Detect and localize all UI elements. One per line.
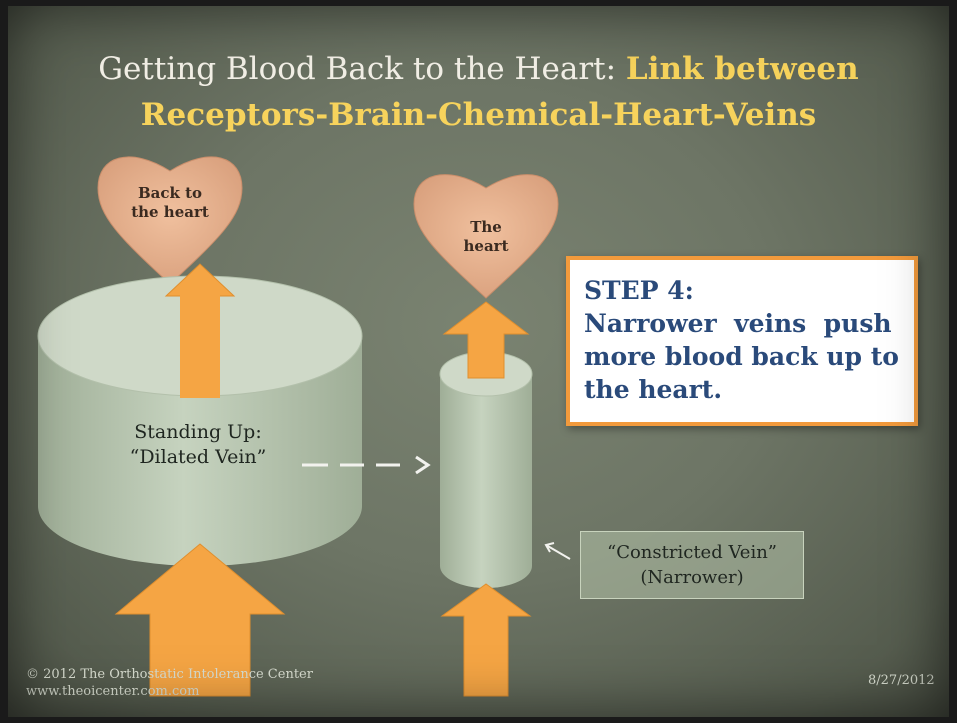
right-heart-label: The heart <box>444 218 528 256</box>
footer-website: www.theoicenter.com.com <box>26 683 313 700</box>
step-line-3: the heart. <box>584 373 900 406</box>
dilated-label-line2: “Dilated Vein” <box>108 445 288 470</box>
constricted-vein-label: “Constricted Vein” (Narrower) <box>580 531 804 599</box>
constricted-vein-cylinder <box>440 352 532 588</box>
right-bottom-arrow <box>442 584 530 696</box>
step-line-2: more blood back up to <box>584 340 900 373</box>
footer-date: 8/27/2012 <box>868 673 935 688</box>
step-heading: STEP 4: <box>584 274 900 307</box>
step-line-1: Narrower veins push <box>584 307 900 340</box>
left-up-arrow-shaft <box>180 292 220 398</box>
left-heart-label-line1: Back to <box>120 184 220 203</box>
constricted-label-line2: (Narrower) <box>581 565 803 590</box>
pointer-arrow <box>546 543 570 559</box>
footer-copyright: © 2012 The Orthostatic Intolerance Cente… <box>26 666 313 683</box>
right-heart-label-line2: heart <box>444 237 528 256</box>
dilated-vein-label: Standing Up: “Dilated Vein” <box>108 420 288 470</box>
constricted-label-line1: “Constricted Vein” <box>581 540 803 565</box>
right-heart-label-line1: The <box>444 218 528 237</box>
left-heart-label: Back to the heart <box>120 184 220 222</box>
left-heart-label-line2: the heart <box>120 203 220 222</box>
step-callout: STEP 4: Narrower veins push more blood b… <box>566 256 918 426</box>
slide: Getting Blood Back to the Heart: Link be… <box>8 6 949 717</box>
dilated-label-line1: Standing Up: <box>108 420 288 445</box>
footer-credit: © 2012 The Orthostatic Intolerance Cente… <box>26 666 313 700</box>
